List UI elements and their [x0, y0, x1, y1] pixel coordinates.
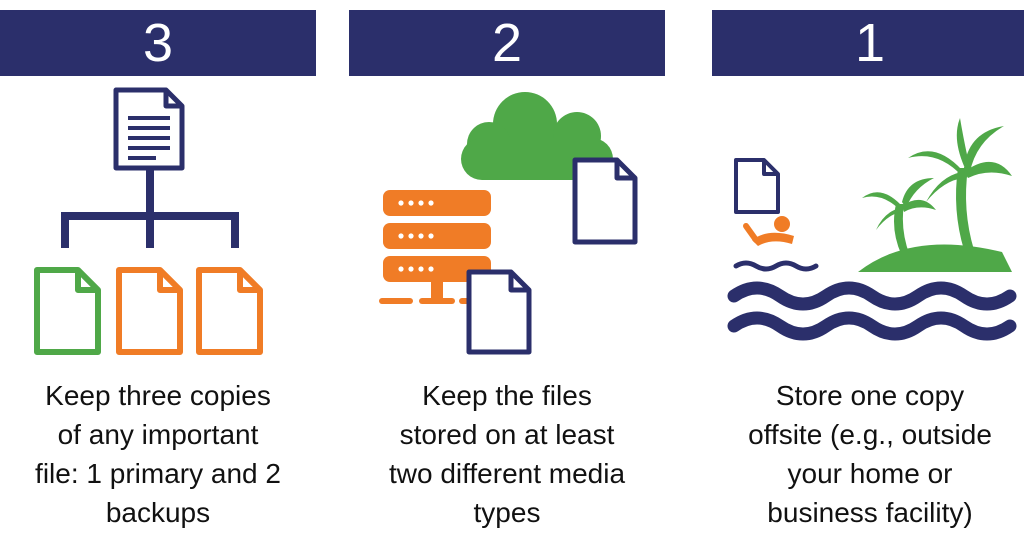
banner-number: 1 — [854, 13, 886, 73]
number-banner-3: 3 — [0, 10, 316, 76]
caption-line: Keep the files — [422, 380, 592, 411]
panel-two-media: 2 — [349, 0, 665, 556]
caption-two-media: Keep the files stored on at least two di… — [349, 376, 665, 532]
caption-line: your home or — [787, 458, 953, 489]
caption-line: backups — [105, 497, 211, 528]
orange-file-copy-icon — [116, 267, 183, 355]
caption-line: types — [473, 497, 541, 528]
green-file-copy-icon — [34, 267, 101, 355]
caption-line: business facility) — [767, 497, 973, 528]
caption-line: offsite (e.g., outside — [748, 419, 992, 450]
swimmer-icon — [743, 216, 794, 246]
cloud-icon — [461, 92, 613, 180]
number-banner-2: 2 — [349, 10, 665, 76]
panel-three-copies: 3 — [0, 0, 316, 556]
caption-offsite: Store one copy offsite (e.g., outside yo… — [712, 376, 1024, 532]
media-illustration — [379, 92, 638, 355]
server-icon — [379, 190, 491, 304]
orange-file-copy-icon — [196, 267, 263, 355]
cloud-document-icon — [572, 157, 638, 245]
caption-line: file: 1 primary and 2 — [35, 458, 281, 489]
offsite-illustration — [727, 118, 1017, 341]
caption-line: of any important — [57, 419, 259, 450]
caption-line: stored on at least — [399, 419, 615, 450]
server-document-icon — [466, 269, 532, 355]
number-banner-1: 1 — [712, 10, 1024, 76]
caption-line: two different media — [388, 458, 626, 489]
panel-one-offsite: 1 — [712, 0, 1024, 556]
banner-number: 2 — [491, 13, 523, 73]
banner-number: 3 — [142, 13, 174, 73]
tree-connector — [61, 170, 239, 248]
small-wave-icon — [733, 260, 819, 272]
caption-line: Keep three copies — [45, 380, 271, 411]
copies-illustration — [34, 87, 263, 355]
caption-three-copies: Keep three copies of any important file:… — [0, 376, 316, 532]
primary-document-icon — [113, 87, 185, 171]
waves-icon — [727, 281, 1017, 341]
island-icon — [858, 118, 1012, 272]
caption-line: Store one copy — [775, 380, 965, 411]
floating-document-icon — [734, 158, 780, 214]
